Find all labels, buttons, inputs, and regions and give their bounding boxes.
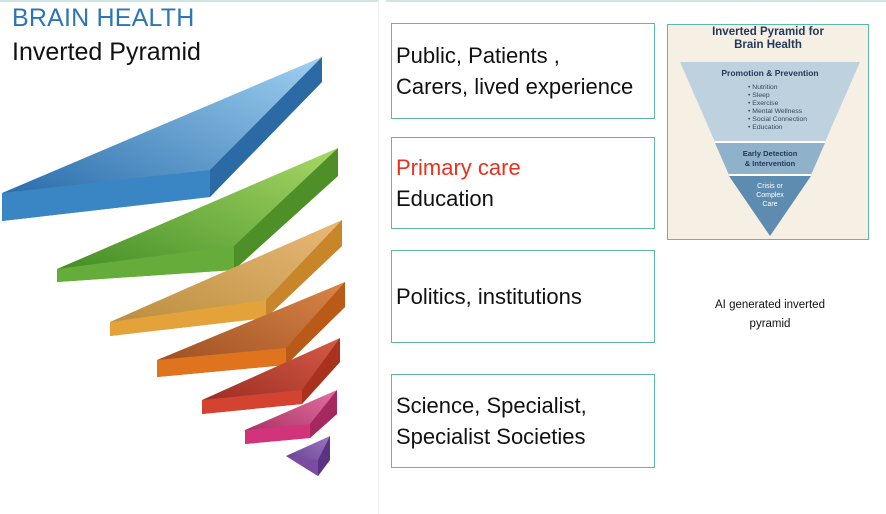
ai-tier-3-line-3: Care bbox=[762, 201, 777, 208]
level-box-science: Science, Specialist, Specialist Societie… bbox=[391, 374, 655, 468]
ai-caption-line-2: pyramid bbox=[749, 318, 791, 330]
top-rule-right bbox=[386, 0, 886, 2]
level-public-line-1: Public, Patients , bbox=[396, 43, 560, 68]
level-box-public: Public, Patients , Carers, lived experie… bbox=[391, 23, 655, 119]
pyramid-3d-diagram bbox=[2, 57, 345, 476]
ai-tier-1-item-4: • Mental Wellness bbox=[748, 108, 803, 115]
pyramid-layer-2 bbox=[57, 148, 338, 282]
ai-pyramid-card: Inverted Pyramid for Brain Health Promot… bbox=[667, 24, 869, 240]
level-science-line-1: Science, Specialist, bbox=[396, 393, 587, 418]
level-politics-line-1: Politics, institutions bbox=[396, 284, 582, 309]
pyramid-layer-3 bbox=[110, 220, 342, 336]
level-box-politics: Politics, institutions bbox=[391, 250, 655, 343]
panel-divider bbox=[378, 0, 387, 514]
level-box-primary-care: Primary care Education bbox=[391, 137, 655, 229]
ai-tier-2-line-2: & Intervention bbox=[745, 159, 796, 168]
ai-tier-1-item-5: • Social Connection bbox=[748, 116, 807, 123]
pyramid-layer-6 bbox=[245, 390, 337, 444]
level-primary-care-line-2: Education bbox=[396, 186, 494, 211]
ai-caption: AI generated inverted pyramid bbox=[690, 296, 850, 334]
ai-tier-2-line-1: Early Detection bbox=[743, 149, 798, 158]
ai-tier-2-shape bbox=[715, 143, 825, 175]
ai-tier-3-shape bbox=[729, 176, 811, 236]
ai-caption-line-1: AI generated inverted bbox=[715, 299, 825, 311]
ai-card-title: Inverted Pyramid for Brain Health bbox=[668, 26, 868, 52]
pyramid-layer-5 bbox=[202, 338, 340, 414]
ai-tier-1-heading: Promotion & Prevention bbox=[721, 68, 818, 78]
ai-card-title-line-2: Brain Health bbox=[734, 39, 802, 51]
title-inverted-pyramid: Inverted Pyramid bbox=[12, 38, 201, 66]
pyramid-layer-1 bbox=[2, 57, 322, 221]
ai-tier-1-shape bbox=[680, 62, 860, 142]
level-public-line-2: Carers, lived experience bbox=[396, 74, 634, 99]
pyramid-layer-7 bbox=[286, 436, 330, 476]
level-primary-care-line-1: Primary care bbox=[396, 155, 521, 180]
ai-inverted-pyramid: Promotion & Prevention • Nutrition • Sle… bbox=[680, 62, 860, 236]
ai-card-title-line-1: Inverted Pyramid for bbox=[712, 26, 824, 38]
ai-tier-1-item-3: • Exercise bbox=[748, 100, 779, 107]
top-rule-left bbox=[0, 0, 378, 2]
ai-tier-1-item-2: • Sleep bbox=[748, 92, 770, 99]
title-brain-health: BRAIN HEALTH bbox=[12, 4, 195, 32]
ai-tier-1-item-6: • Education bbox=[748, 124, 783, 131]
ai-tier-1-item-1: • Nutrition bbox=[748, 84, 778, 91]
pyramid-layer-4 bbox=[157, 282, 345, 377]
ai-tier-3-line-1: Crisis or bbox=[757, 183, 783, 190]
level-science-line-2: Specialist Societies bbox=[396, 424, 586, 449]
ai-tier-3-line-2: Complex bbox=[756, 192, 784, 199]
